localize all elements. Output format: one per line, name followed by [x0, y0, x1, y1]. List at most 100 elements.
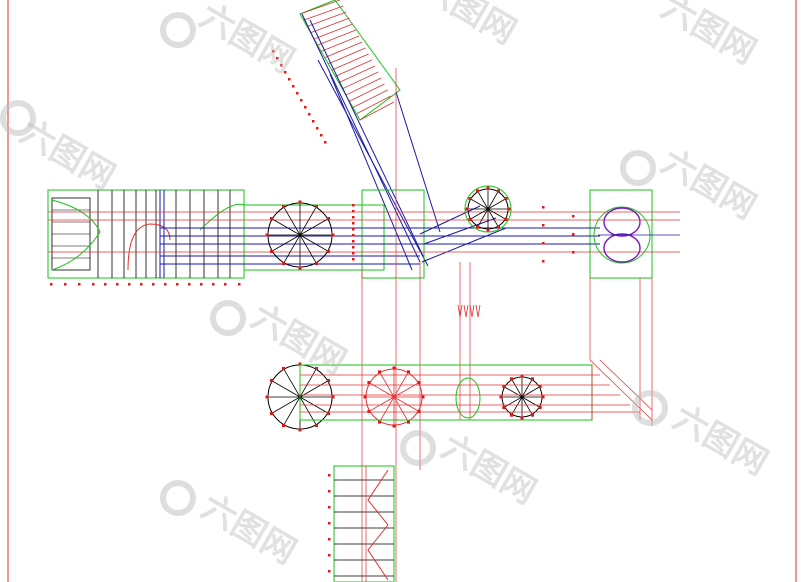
spoke-marker — [265, 395, 269, 399]
ring-right-top — [603, 207, 641, 237]
spoke — [283, 234, 301, 263]
marker-dot — [542, 224, 545, 227]
horizontal-strip — [47, 68, 680, 582]
hatch-line — [328, 47, 366, 65]
marker-dot — [104, 283, 107, 286]
marker-dot — [324, 141, 327, 144]
spoke — [299, 369, 317, 398]
marker-dot — [78, 283, 81, 286]
spoke-marker — [298, 266, 302, 270]
marker-dot — [542, 242, 545, 245]
bottom-column — [333, 465, 395, 582]
dimension-markers — [50, 50, 575, 573]
spoke-marker — [502, 385, 506, 388]
spoke-marker — [327, 379, 331, 382]
spoke-marker — [269, 217, 273, 220]
spoke-marker — [265, 233, 269, 237]
spoke — [299, 396, 317, 425]
spoke-marker — [504, 197, 508, 200]
bottom-column-outline — [333, 465, 395, 582]
marker-dot — [116, 283, 119, 286]
marker-dot — [328, 506, 331, 509]
spoke-marker — [269, 412, 273, 415]
left-curve — [51, 199, 101, 271]
spoke-marker — [367, 381, 371, 384]
spoke-marker — [417, 381, 421, 384]
bottom-column-rows — [334, 479, 394, 577]
spoke-marker — [378, 370, 381, 374]
spoke-marker — [282, 366, 285, 370]
marker-dot — [140, 283, 143, 286]
middle-curve-2 — [199, 203, 245, 231]
small-wheel-ring — [464, 185, 512, 233]
marker-dot — [92, 283, 95, 286]
spoke — [272, 234, 301, 252]
watermark-logo-icon — [0, 100, 36, 136]
marker-dot — [296, 92, 299, 95]
diagonal-arm-projection-lines — [301, 13, 441, 271]
spoke — [487, 208, 506, 220]
spoke-marker — [497, 189, 500, 193]
marker-dot — [352, 246, 355, 249]
spoke — [283, 207, 301, 236]
spoke-marker — [468, 218, 472, 221]
spoke — [511, 379, 523, 398]
hatch-line — [342, 71, 379, 90]
spoke-marker — [510, 413, 513, 417]
marker-dot — [272, 50, 275, 53]
spoke-marker — [282, 424, 285, 428]
marker-dot — [328, 554, 331, 557]
hatch-line — [303, 5, 344, 21]
spoke — [379, 396, 395, 422]
marker-dot — [176, 283, 179, 286]
hatch-line — [306, 11, 347, 27]
marker-dot — [572, 233, 575, 236]
spoke-marker — [298, 362, 302, 366]
spoke — [299, 380, 328, 398]
marker-dot — [200, 283, 203, 286]
spoke — [521, 379, 533, 398]
spoke — [299, 234, 317, 263]
hatch-line — [317, 29, 357, 46]
spoke-marker — [298, 428, 302, 432]
hatch-line — [349, 83, 385, 102]
spoke-marker — [327, 217, 331, 220]
spoke-marker — [315, 262, 318, 266]
spoked-circle-lower-right — [499, 374, 545, 420]
watermark-text: 六图网 — [13, 112, 121, 198]
watermark-text: 六图网 — [655, 142, 763, 228]
spoke — [393, 396, 409, 422]
diagonal-arm — [299, 0, 441, 271]
marker-dot — [64, 283, 67, 286]
marker-dot — [352, 252, 355, 255]
spoke — [470, 208, 489, 220]
spoke-marker — [282, 262, 285, 266]
marker-dot — [128, 283, 131, 286]
spoke — [487, 198, 506, 210]
spoke — [283, 396, 301, 425]
spoke — [272, 380, 301, 398]
hatch-line — [331, 53, 369, 71]
spoke-marker — [465, 207, 469, 211]
lower-arrows — [457, 304, 481, 318]
spoke-marker — [531, 413, 534, 417]
spoked-circle-main — [265, 200, 335, 270]
spoke — [477, 191, 489, 210]
diagonal-arm-hatching — [299, 0, 395, 121]
diagonal-arm-outline — [299, 0, 401, 121]
bottom-zigzag — [367, 469, 389, 581]
spoke — [477, 208, 489, 227]
spoke — [369, 396, 395, 412]
spoke-marker — [507, 207, 511, 211]
marker-dot — [304, 106, 307, 109]
marker-dot — [352, 228, 355, 231]
watermark-text: 六图网 — [666, 398, 774, 484]
spoke-marker — [392, 366, 396, 370]
spoke-marker — [538, 406, 542, 409]
spoke-marker — [269, 250, 273, 253]
spoke — [521, 396, 533, 415]
marker-dot — [152, 283, 155, 286]
spoke-marker — [476, 189, 479, 193]
watermark-text: 六图网 — [415, 0, 523, 52]
spoked-circle-lower-left — [265, 362, 335, 432]
